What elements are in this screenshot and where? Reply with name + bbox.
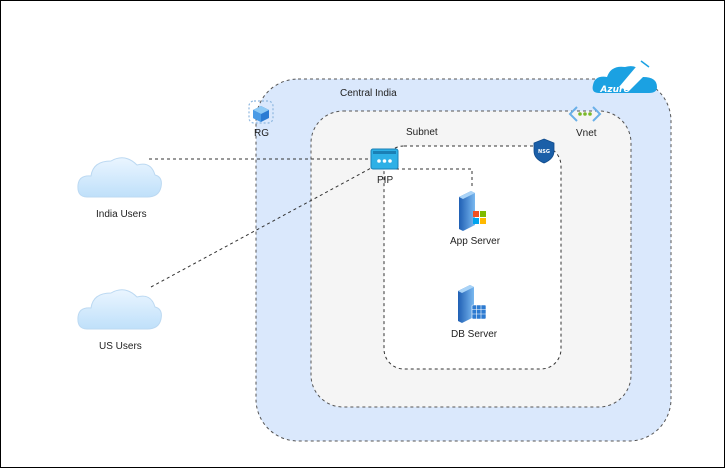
pip-icon[interactable] xyxy=(370,148,399,170)
region-label: Central India xyxy=(340,88,397,99)
azure-cloud-icon xyxy=(592,57,657,93)
app-server-label: App Server xyxy=(450,236,501,247)
india-users-cloud-icon[interactable] xyxy=(77,157,162,198)
us-users-label: US Users xyxy=(99,341,142,352)
nsg-boundary[interactable] xyxy=(383,145,562,370)
resource-group-icon xyxy=(248,100,274,124)
pip-label: PIP xyxy=(377,175,394,186)
vnet-label: Vnet xyxy=(576,128,597,139)
azure-brand-text: Azure xyxy=(599,85,629,95)
subnet-label: Subnet xyxy=(406,127,438,138)
us-users-cloud-icon[interactable] xyxy=(77,289,162,330)
db-server-icon[interactable] xyxy=(458,285,487,323)
nsg-badge-text: NSG xyxy=(538,149,550,155)
india-users-label: India Users xyxy=(96,209,147,220)
db-server-label: DB Server xyxy=(451,329,498,340)
resource-group-label: RG xyxy=(254,128,269,139)
app-server-icon[interactable] xyxy=(459,191,486,231)
connection-us-to-pip xyxy=(150,166,374,288)
vnet-icon xyxy=(568,106,602,122)
nsg-shield-icon: NSG xyxy=(533,138,555,164)
